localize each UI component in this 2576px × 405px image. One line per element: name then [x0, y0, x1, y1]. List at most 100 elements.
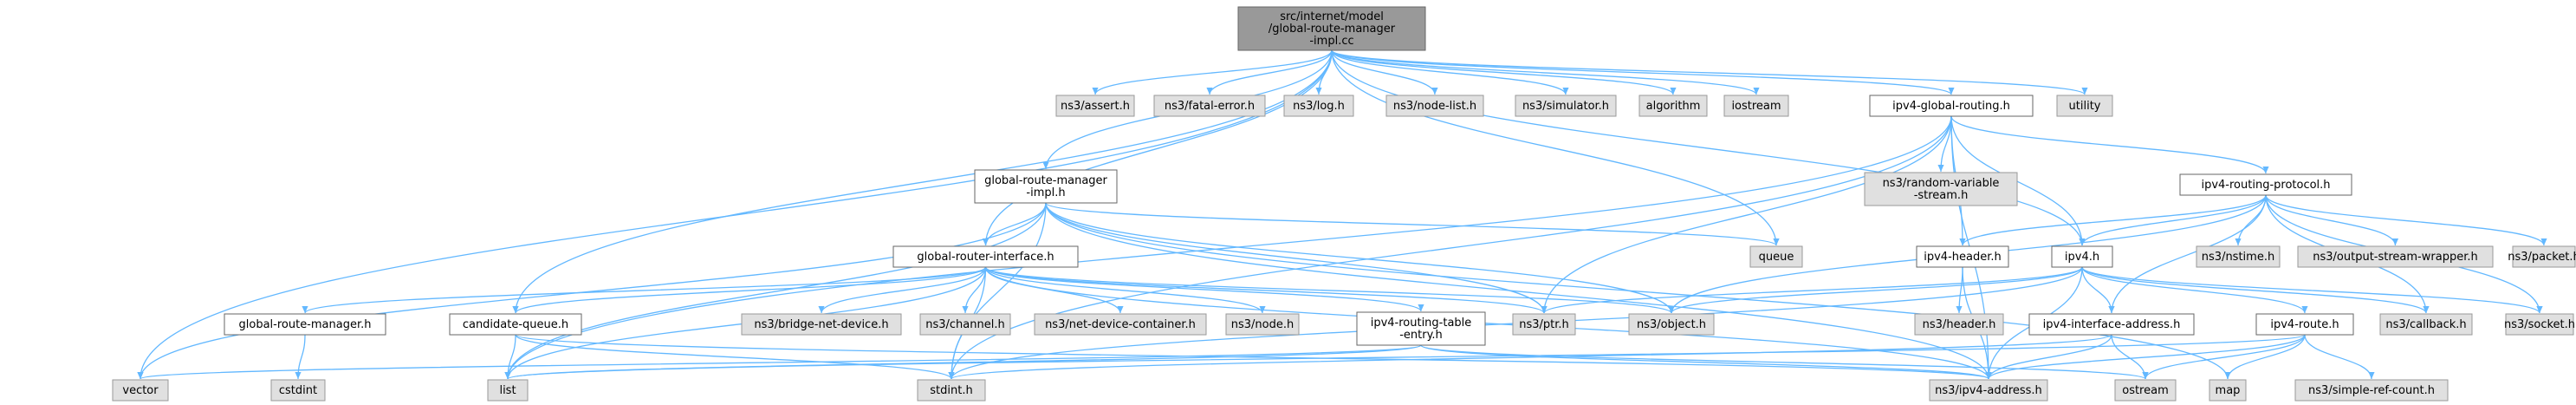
edge-route-to-ostream [2142, 334, 2306, 380]
node-label-line: ns3/ptr.h [1519, 318, 1569, 331]
edge-root-to-nodelist [1331, 49, 1438, 95]
node-box [2056, 95, 2113, 117]
node-global-route-manager-h[interactable]: global-route-manager.h [224, 313, 386, 336]
node-stdint-h: stdint.h [917, 379, 986, 402]
node-ipv4-route-h[interactable]: ipv4-route.h [2255, 313, 2354, 336]
node-box [449, 313, 582, 336]
node-label-line: ns3/node.h [1231, 318, 1294, 331]
edge-root-to-gri [982, 49, 1333, 246]
node-label-line: algorithm [1646, 100, 1701, 113]
node-label-line: stdint.h [930, 384, 972, 397]
node-box [2196, 245, 2281, 268]
node-box [1929, 379, 2048, 402]
edge-route-to-list [505, 334, 2306, 380]
node-ns3-header-h: ns3/header.h [1914, 313, 2004, 336]
edge-ipv4-to-iaddr [2081, 266, 2115, 314]
edge-ipv4gr-to-ptr [1541, 115, 1952, 314]
edge-gri-to-node [984, 266, 1266, 314]
edge-ipv4-to-object [1668, 266, 2083, 314]
edge-route-to-map [2224, 334, 2306, 380]
node-label-line: -entry.h [1399, 329, 1443, 342]
node-label-line: vector [122, 384, 159, 397]
node-ipv4-interface-address-h[interactable]: ipv4-interface-address.h [2028, 313, 2195, 336]
edge-ipv4gr-to-ipv4rp [1950, 115, 2269, 174]
edge-grmimpl-to-ipv4addr [1045, 202, 1992, 380]
node-box [1512, 313, 1576, 336]
node-ns3-object-h: ns3/object.h [1628, 313, 1715, 336]
node-ipv4-global-routing-h[interactable]: ipv4-global-routing.h [1869, 95, 2034, 117]
node-src-internet-model-global-route-manager-impl-cc[interactable]: src/internet/model/global-route-manager-… [1237, 6, 1426, 51]
node-label-line: cstdint [279, 384, 317, 397]
node-ns3-output-stream-wrapper-h: ns3/output-stream-wrapper.h [2297, 245, 2494, 268]
node-label-line: ipv4-routing-table [1371, 317, 1472, 330]
node-box [2114, 379, 2177, 402]
node-label-line: ns3/simple-ref-count.h [2308, 384, 2435, 397]
node-candidate-queue-h[interactable]: candidate-queue.h [449, 313, 582, 336]
node-box [1034, 313, 1207, 336]
node-ipv4-header-h[interactable]: ipv4-header.h [1916, 245, 2009, 268]
edge-root-to-algorithm [1331, 49, 1677, 95]
node-label-line: ns3/net-device-container.h [1045, 318, 1196, 331]
node-ns3-nstime-h: ns3/nstime.h [2196, 245, 2281, 268]
node-box [1283, 95, 1354, 117]
node-label-line: ns3/log.h [1293, 100, 1345, 113]
edge-ipv4rp-to-ipv4 [2079, 194, 2267, 246]
edge-ipv4-to-ptr [1541, 266, 2083, 314]
node-ns3-channel-h: ns3/channel.h [919, 313, 1011, 336]
edge-gri-to-rte [984, 266, 1424, 312]
node-label-line: ipv4-header.h [1924, 251, 2002, 264]
node-ns3-net-device-container-h: ns3/net-device-container.h [1034, 313, 1207, 336]
node-label-line: queue [1759, 251, 1794, 264]
node-ns3-random-variable-stream-h: ns3/random-variable-stream.h [1864, 172, 2018, 206]
node-label-line: ns3/header.h [1923, 318, 1996, 331]
edge-root-to-fatal [1206, 49, 1333, 95]
edge-ipv4-to-callback [2081, 266, 2430, 314]
node-cstdint: cstdint [270, 379, 326, 402]
node-ns3-bridge-net-device-h: ns3/bridge-net-device.h [741, 313, 902, 336]
node-box [1723, 95, 1789, 117]
edge-ipv4rp-to-nstime [2235, 194, 2267, 246]
edge-gri-to-grm [302, 266, 987, 314]
edge-root-to-queue [1331, 49, 1780, 246]
node-box [2379, 313, 2473, 336]
node-box [1749, 245, 1803, 268]
node-label-line: ns3/output-stream-wrapper.h [2313, 251, 2477, 264]
edge-ipv4rp-to-packet [2265, 194, 2547, 246]
edge-root-to-simulator [1331, 49, 1569, 95]
edge-root-to-iostream [1331, 49, 1760, 95]
node-global-router-interface-h[interactable]: global-router-interface.h [892, 245, 1079, 268]
edge-grmimpl-to-list [504, 202, 1047, 380]
node-global-route-manager-impl-h[interactable]: global-route-manager-impl.h [974, 169, 1118, 204]
node-ns3-ipv4-address-h: ns3/ipv4-address.h [1929, 379, 2048, 402]
node-label-line: ns3/bridge-net-device.h [754, 318, 888, 331]
node-ipv4-routing-protocol-h[interactable]: ipv4-routing-protocol.h [2179, 173, 2352, 196]
node-box [2294, 379, 2449, 402]
edge-grmimpl-to-gri [982, 202, 1047, 246]
node-ipv4-routing-table-entry-h[interactable]: ipv4-routing-table-entry.h [1356, 311, 1486, 346]
node-label-line: list [499, 384, 516, 397]
node-label-line: global-route-manager [984, 174, 1107, 187]
node-label-line: ipv4-interface-address.h [2043, 318, 2181, 331]
edge-gri-to-object [984, 266, 1675, 314]
node-box [1869, 95, 2034, 117]
edge-route-to-ipv4addr [1985, 334, 2306, 380]
node-ns3-socket-h: ns3/socket.h [2504, 313, 2575, 336]
node-label-line: ns3/assert.h [1061, 100, 1130, 113]
edge-gri-to-cq [512, 266, 987, 314]
node-ipv4-h[interactable]: ipv4.h [2051, 245, 2113, 268]
node-label-line: iostream [1731, 100, 1781, 113]
edge-ipv4header-to-header [1956, 266, 1963, 314]
node-box [2209, 379, 2247, 402]
edge-ipv4rp-to-ows [2265, 194, 2399, 246]
node-ns3-ptr-h: ns3/ptr.h [1512, 313, 1576, 336]
node-box [2028, 313, 2195, 336]
node-label-line: ipv4.h [2065, 251, 2099, 264]
edge-cq-to-stdint [515, 334, 955, 380]
node-label-line: -impl.cc [1309, 35, 1353, 48]
node-ns3-simple-ref-count-h: ns3/simple-ref-count.h [2294, 379, 2449, 402]
node-label-line: /global-route-manager [1269, 23, 1396, 36]
node-label-line: candidate-queue.h [463, 318, 568, 331]
node-box [270, 379, 326, 402]
node-box [2051, 245, 2113, 268]
